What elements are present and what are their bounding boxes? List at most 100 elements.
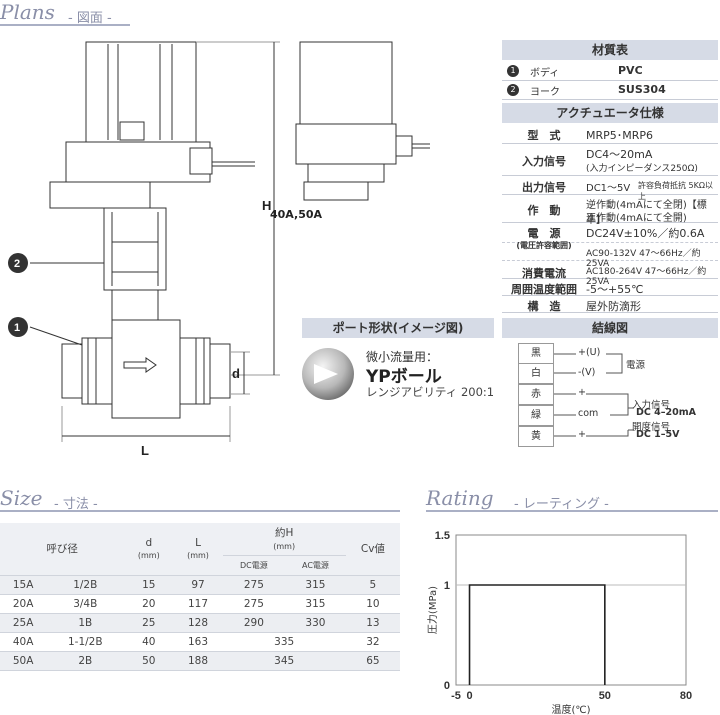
y-tick-label: 1 [444,580,450,592]
wire-color-white: 白 [518,363,554,384]
plans-title: Plans [0,0,55,24]
spec-label: 出力信号 [522,181,566,194]
plans-subtitle: - 図面 - [68,11,112,26]
dim-h-label: H [262,198,271,213]
spec-row-structure: 構 造 屋外防滴形 [502,296,718,313]
port-line3: レンジアビリティ 200:1 [366,385,495,399]
col-cv: Cv値 [345,523,400,576]
cell-cv: 5 [345,575,400,595]
spec-label: 周囲温度範囲 [511,283,577,296]
material-value: PVC [618,64,643,77]
y-tick-label: 1.5 [435,530,450,542]
cell-cv: 65 [345,651,400,671]
rating-rule [426,510,718,512]
cell-a: 15A [0,575,47,595]
actuator-header: アクチュエータ仕様 [502,103,718,123]
wire-signal: + [578,387,586,398]
cell-d: 25 [124,613,174,633]
spec-value: DC24V±10%／約0.6A [586,227,705,240]
spec-value: 逆作動(4mAにて全閉)【標準】 [586,200,707,226]
cell-d: 15 [124,575,174,595]
cell-h: 345 [222,651,346,671]
col-d-unit: (mm) [137,550,160,560]
table-row: 40A 1-1/2B 40 163 335 32 [0,632,400,652]
cell-dc: 290 [222,613,286,633]
cell-d: 40 [124,632,174,652]
col-d-label: d [145,536,153,549]
valve-drawing: H d L 2 1 [8,41,280,458]
size-title: Size [0,486,43,510]
wiring-power-label: 電源 [626,360,646,371]
spec-value: 屋外防滴形 [586,300,641,313]
port-line1: 微小流量用： [366,350,439,364]
material-number-badge: 1 [507,65,519,77]
col-l-label: L [195,536,201,549]
spec-label: 電 源 [527,227,561,240]
wiring-header: 結線図 [502,318,718,338]
callout-1-label: 1 [14,322,20,334]
col-d: d(mm) [124,523,174,576]
rating-title: Rating [426,486,494,510]
callout-2-marker [8,253,28,273]
x-tick-label: -5 [451,690,461,702]
cell-a: 25A [0,613,47,633]
spec-row-power: 電 源 DC24V±10%／約0.6A [502,223,718,243]
rating-series-line [468,584,606,685]
material-part: ボディ [530,68,560,79]
actuator-spec-table: 型 式 MRP5･MRP6 入力信号 DC4〜20mA (入力インピーダンス25… [502,124,718,313]
cell-b: 2B [46,651,125,671]
wire-signal: + [578,429,586,440]
materials-header: 材質表 [502,40,718,60]
wiring-opening-label: 開度信号 [632,422,671,433]
wire-color-red: 赤 [518,384,554,405]
size-subheader-row: DC電源 AC電源 [0,555,400,576]
variant-caption: 40A,50A [270,208,323,221]
wire-signal: +(U) [578,347,601,358]
plans-rule [0,24,130,26]
materials-row: 1 ボディ PVC [502,62,718,81]
port-line2: YPボール [366,367,442,387]
cell-a: 20A [0,594,47,614]
cell-d: 50 [124,651,174,671]
table-row: 20A 3/4B 20 117 275 315 10 [0,594,400,614]
cell-l: 163 [173,632,223,652]
spec-row-action: 作 動 逆作動(4mAにて全閉)【標準】 正作動(4mAにて全開) [502,195,718,226]
y-tick-label: 0 [444,680,450,692]
cell-dc: 275 [222,594,286,614]
y-axis-label: 圧力(MPa) [426,586,439,634]
cell-d: 20 [124,594,174,614]
spec-label: 消費電流 [522,267,566,280]
wiring-input-range: DC 4–20mA [636,407,696,418]
col-ac: AC電源 [285,555,346,576]
spec-row-output: 出力信号 DC1〜5V 許容負荷抵抗 5KΩ以上 [502,176,718,201]
col-l: L(mm) [173,523,223,576]
cell-cv: 10 [345,594,400,614]
plot-frame [455,534,687,686]
material-value: SUS304 [618,83,666,96]
dim-d-label: d [232,366,240,381]
x-tick-label: 50 [599,690,611,702]
wire-color-yellow: 黄 [518,426,554,447]
materials-table: 1 ボディ PVC 2 ヨーク SUS304 [502,62,718,100]
wiring-input-label: 入力信号 [632,400,671,411]
col-h: 約H(mm) [222,523,346,556]
col-l-unit: (mm) [187,550,209,560]
spec-label: 型 式 [527,129,561,142]
material-part: ヨーク [530,87,560,98]
cell-b: 1B [46,613,125,633]
dim-l-label: L [141,443,149,458]
cell-dc: 275 [222,575,286,595]
size-table: 呼び径 d(mm) L(mm) 約H(mm) Cv値 DC電源 AC電源 15A… [0,523,400,671]
cell-l: 188 [173,651,223,671]
x-tick-label: 0 [466,690,472,702]
spec-row-type: 型 式 MRP5･MRP6 [502,124,718,144]
table-row: 25A 1B 25 128 290 330 13 [0,613,400,633]
x-axis-label: 温度(℃) [551,703,590,715]
spec-label: 構 造 [527,300,561,313]
wire-signal: -(V) [578,367,596,378]
spec-note: 許容負荷抵抗 5KΩ以上 [638,181,713,201]
wire-color-black: 黒 [518,343,554,364]
spec-row-ac180: 消費電流 AC180-264V 47〜66Hz／約25VA [502,261,718,287]
col-nominal: 呼び径 [0,523,125,576]
